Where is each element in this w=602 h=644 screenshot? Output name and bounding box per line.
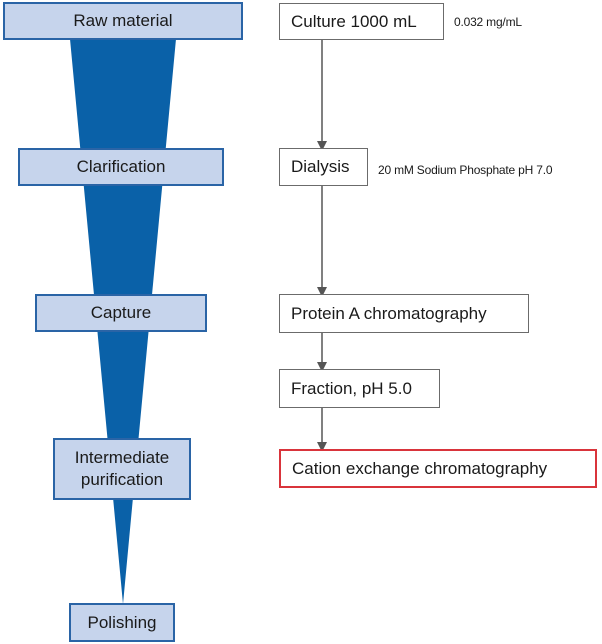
stage-intermediate-purification: Intermediate purification bbox=[53, 438, 191, 500]
step-protein-a-chromatography-label: Protein A chromatography bbox=[291, 303, 487, 323]
stage-clarification-label: Clarification bbox=[76, 157, 166, 176]
step-dialysis: Dialysis bbox=[279, 148, 368, 186]
step-fraction-ph: Fraction, pH 5.0 bbox=[279, 369, 440, 408]
stage-capture-label: Capture bbox=[90, 303, 152, 322]
step-culture-label: Culture 1000 mL bbox=[291, 11, 417, 31]
stage-intermediate-purification-label-line-2: purification bbox=[80, 470, 164, 489]
stage-raw-material-label: Raw material bbox=[73, 11, 173, 30]
stage-intermediate-purification-label-line-1: Intermediate bbox=[74, 448, 170, 467]
step-dialysis-note: 20 mM Sodium Phosphate pH 7.0 bbox=[378, 163, 553, 177]
step-cation-exchange-chromatography-label: Cation exchange chromatography bbox=[292, 458, 548, 478]
stage-polishing: Polishing bbox=[69, 603, 175, 642]
stage-capture: Capture bbox=[35, 294, 207, 332]
step-culture-note: 0.032 mg/mL bbox=[454, 15, 522, 29]
stage-raw-material: Raw material bbox=[3, 2, 243, 40]
stage-clarification: Clarification bbox=[18, 148, 224, 186]
step-dialysis-label: Dialysis bbox=[291, 157, 350, 176]
step-culture: Culture 1000 mL bbox=[279, 3, 444, 40]
step-protein-a-chromatography: Protein A chromatography bbox=[279, 294, 529, 333]
stage-polishing-label: Polishing bbox=[87, 612, 157, 632]
step-fraction-ph-label: Fraction, pH 5.0 bbox=[291, 378, 412, 398]
step-cation-exchange-chromatography: Cation exchange chromatography bbox=[279, 449, 597, 488]
